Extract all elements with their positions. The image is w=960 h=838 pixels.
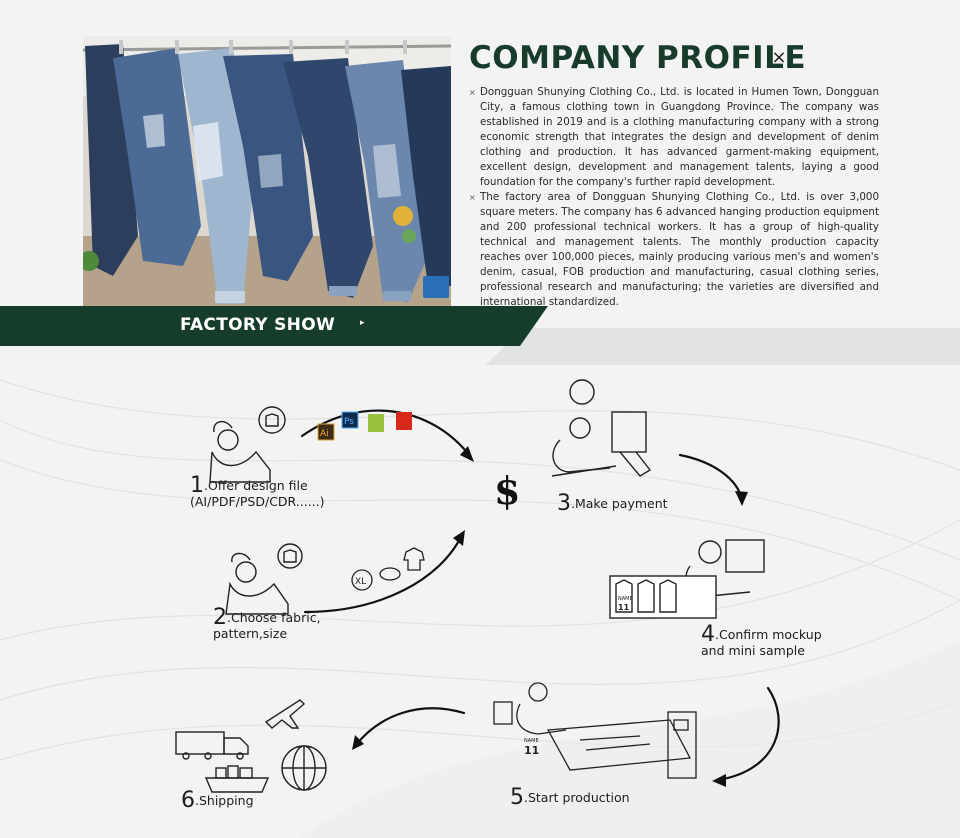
person-choosing-icon — [225, 543, 303, 615]
close-icon[interactable]: × — [771, 47, 787, 68]
arrow-3-to-4 — [678, 453, 744, 502]
airplane-icon — [264, 699, 306, 729]
step-subtitle: pattern,size — [213, 626, 288, 641]
jeans-illustration — [83, 36, 451, 306]
step-number: 6 — [181, 788, 195, 813]
step-title: .Choose fabric, — [227, 610, 321, 625]
step-5-start-production: 5.Start production — [510, 787, 630, 809]
size-xl-icon: XL — [355, 577, 366, 587]
company-profile-title: COMPANY PROFILE — [469, 40, 807, 76]
production-name-label: NAME — [524, 738, 539, 744]
factory-show-band-light — [485, 328, 960, 365]
fabric-size-icons: XL — [351, 547, 425, 591]
company-profile-text: × Dongguan Shunying Clothing Co., Ltd. i… — [469, 85, 879, 310]
bullet-x-icon: × — [469, 193, 476, 202]
design-file-icons: Ai Ps — [317, 411, 412, 441]
truck-icon — [175, 731, 225, 755]
step-title: .Make payment — [571, 496, 668, 511]
step-title: .Start production — [524, 790, 630, 805]
step-title: .Confirm mockup — [715, 627, 822, 642]
arrow-1-to-3 — [300, 409, 472, 458]
mockup-sample-icon: NAME 11 — [609, 539, 765, 619]
profile-paragraph: × Dongguan Shunying Clothing Co., Ltd. i… — [469, 85, 879, 190]
step-3-make-payment: 3.Make payment — [557, 493, 668, 515]
step-title: .Offer design file — [204, 478, 308, 493]
profile-paragraph: × The factory area of Dongguan Shunying … — [469, 190, 879, 310]
ship-icon — [204, 777, 270, 793]
process-diagram: Ai Ps XL NAME 11 — [0, 379, 960, 838]
step-4-confirm-mockup: 4.Confirm mockup and mini sample — [701, 624, 822, 659]
step-title: .Shipping — [195, 793, 254, 808]
profile-paragraph-text: The factory area of Dongguan Shunying Cl… — [480, 191, 879, 308]
step-number: 3 — [557, 491, 571, 516]
step-number: 4 — [701, 622, 715, 647]
person-at-computer-icon — [551, 379, 652, 477]
arrow-2-to-3 — [303, 533, 464, 614]
step-number: 1 — [190, 473, 204, 498]
mockup-number-label: 11 — [618, 603, 630, 612]
factory-show-title: FACTORY SHOW — [180, 315, 336, 335]
profile-paragraph-text: Dongguan Shunying Clothing Co., Ltd. is … — [480, 86, 879, 188]
person-thinking-icon — [209, 406, 286, 483]
factory-show-band — [0, 306, 548, 346]
step-number: 2 — [213, 605, 227, 630]
arrowheads — [352, 446, 748, 787]
mockup-name-label: NAME — [618, 596, 633, 602]
play-arrow-icon: ▸ — [360, 318, 365, 328]
step-1-offer-design-file: 1.Offer design file (AI/PDF/PSD/CDR.....… — [190, 475, 325, 510]
ps-file-icon: Ps — [344, 417, 354, 427]
bullet-x-icon: × — [469, 88, 476, 97]
production-number-label: 11 — [524, 744, 539, 757]
step-subtitle: and mini sample — [701, 643, 805, 658]
step-6-shipping: 6.Shipping — [181, 790, 254, 812]
step-subtitle: (AI/PDF/PSD/CDR......) — [190, 494, 325, 509]
production-machine-icon: NAME 11 — [493, 682, 697, 779]
arrow-4-to-5 — [716, 686, 780, 782]
step-number: 5 — [510, 785, 524, 810]
ai-file-icon: Ai — [320, 429, 329, 439]
dollar-icon: $ — [494, 468, 521, 513]
shipping-icons — [175, 699, 327, 793]
step-2-choose-fabric: 2.Choose fabric, pattern,size — [213, 607, 321, 642]
arrow-5-to-6 — [354, 707, 466, 747]
jeans-photo — [83, 36, 451, 306]
